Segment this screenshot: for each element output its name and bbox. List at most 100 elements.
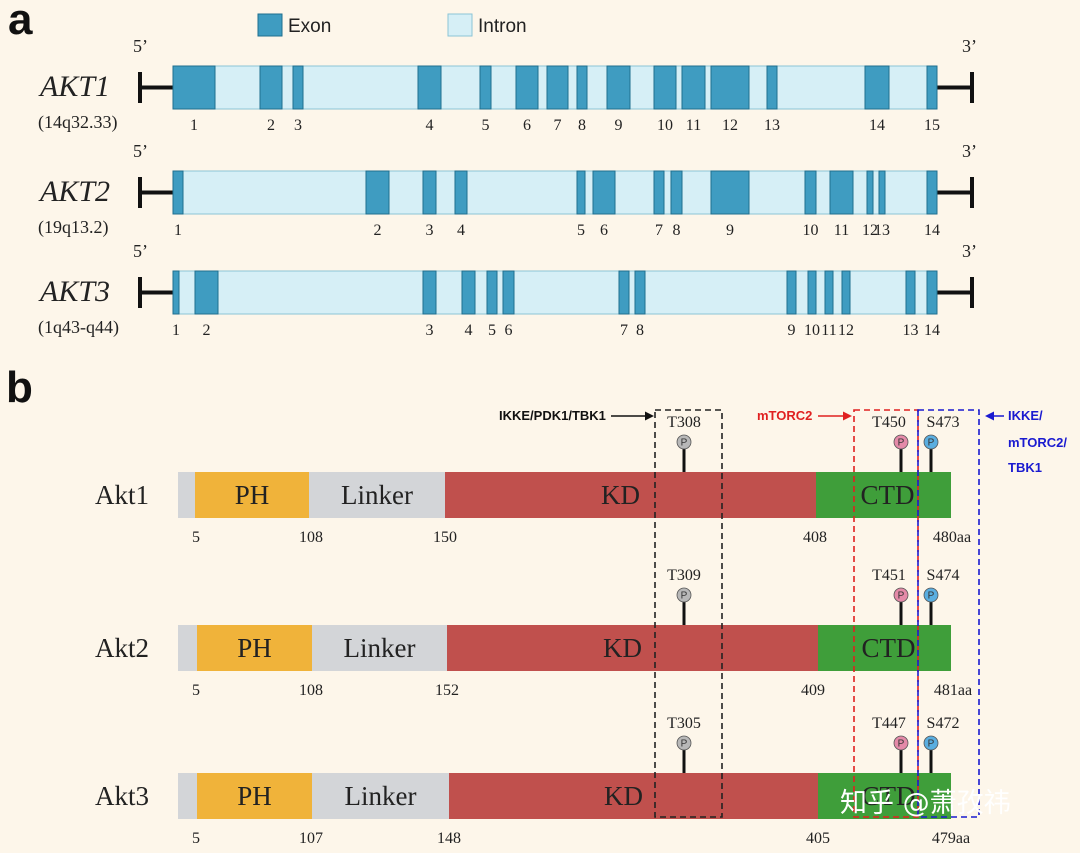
kinase-left: IKKE/PDK1/TBK1 [499,408,654,423]
s473-dashed-box [917,409,980,818]
three-prime-label: 3’ [962,36,977,56]
exon-number: 14 [869,117,885,134]
kinase-right: IKKE/ mTORC2/ TBK1 [985,408,1067,475]
legend-intron-swatch [447,13,473,37]
exon-block [681,65,706,110]
exon-number: 1 [172,322,180,339]
domain-ph [197,773,312,819]
exon-block [486,270,498,315]
panel-b-letter: b [6,363,33,412]
position-label: 5 [192,529,200,546]
phosphate-icon [893,434,909,450]
kinase-right-line-1: IKKE/ [1008,408,1043,423]
exon-number: 8 [636,322,644,339]
protein-name: Akt2 [95,633,149,663]
exon-number: 7 [554,117,562,134]
phosphate-icon [676,434,692,450]
exon-number: 3 [426,322,434,339]
phosphate-letter: P [928,739,935,750]
domain-kd [447,625,818,671]
exon-block [454,170,468,215]
exon-number: 11 [821,322,836,339]
site-label: T450 [872,414,906,431]
exon-number: 6 [600,222,608,239]
exon-block [417,65,442,110]
position-label: 150 [433,529,457,546]
kinase-right-line-2: mTORC2/ [1008,435,1067,450]
three-prime-label: 3’ [962,141,977,161]
exon-number: 9 [726,222,734,239]
domain-ctd-label: CTD [862,633,916,663]
exon-block [172,170,184,215]
exon-block [807,270,817,315]
exon-block [461,270,476,315]
exon-block [905,270,916,315]
exon-number: 2 [374,222,382,239]
position-label: 148 [437,830,461,847]
t450-dashed-box [853,409,919,818]
exon-number: 5 [482,117,490,134]
position-label: 480aa [933,529,971,546]
site-label: T308 [667,414,701,431]
exon-number: 13 [764,117,780,134]
exon-number: 2 [267,117,275,134]
position-label: 5 [192,830,200,847]
phosphate-letter: P [681,438,688,449]
legend-exon-label: Exon [288,16,331,37]
watermark: 知乎 @萧孜祎 [840,788,1011,819]
exon-number: 5 [577,222,585,239]
exon-block [878,170,886,215]
exon-number: 4 [465,322,473,339]
domain-ctd-label: CTD [862,781,916,811]
exon-block [592,170,616,215]
gene-name: AKT3 [38,275,110,308]
domain-kd-label: KD [604,781,643,811]
domain-linker-label: Linker [341,480,413,510]
exon-block [710,170,750,215]
exon-block [670,170,683,215]
exon-block [866,170,874,215]
five-prime-label: 5’ [133,241,148,261]
t308-dashed-box [654,409,723,818]
domain-kd [445,472,816,518]
protein-name: Akt3 [95,781,149,811]
panel-a-letter: a [8,0,33,44]
exon-number: 11 [686,117,701,134]
exon-block [864,65,890,110]
phosphate-letter: P [928,591,935,602]
kinase-right-arrowhead [985,411,994,421]
exon-number: 9 [788,322,796,339]
five-prime-label: 5’ [133,141,148,161]
three-prime-label: 3’ [962,241,977,261]
exon-block [365,170,390,215]
exon-block [634,270,646,315]
exon-block [546,65,569,110]
exon-block [766,65,778,110]
exon-block [479,65,492,110]
phosphate-letter: P [898,739,905,750]
exon-block [194,270,219,315]
exon-number: 1 [174,222,182,239]
gene-name: AKT1 [38,70,110,103]
exon-block [786,270,797,315]
exon-number: 9 [615,117,623,134]
n-terminal-segment [178,773,197,819]
exon-block [515,65,539,110]
site-label: T305 [667,715,701,732]
site-label: S473 [927,414,960,431]
phosphate-letter: P [898,438,905,449]
legend-exon-swatch [257,13,283,37]
phosphate-letter: P [681,739,688,750]
exon-number: 12 [838,322,854,339]
domain-ph-label: PH [237,781,272,811]
exon-block [292,65,304,110]
phosphate-icon [923,434,939,450]
position-label: 408 [803,529,827,546]
